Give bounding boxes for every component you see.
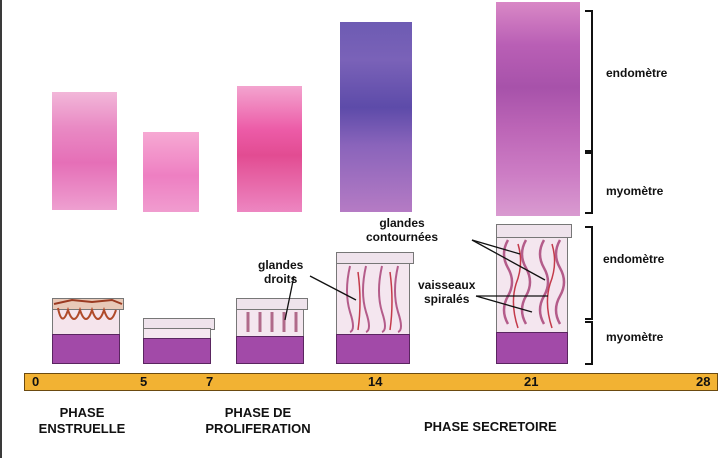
label-myometre-top: myomètre <box>606 184 664 198</box>
histology-day14 <box>340 22 412 212</box>
label-vaisseaux-line2: spiralés <box>424 292 470 306</box>
tick-0: 0 <box>32 374 40 389</box>
histology-day0 <box>52 92 117 210</box>
label-glandes-contournees: glandes contournées <box>366 216 438 244</box>
bracket-myometre-top <box>585 152 593 214</box>
tick-28: 28 <box>696 374 711 389</box>
label-myometre-bottom: myomètre <box>606 330 664 344</box>
cycle-timeline <box>24 373 718 391</box>
phase-menstruelle-line1: PHASE <box>59 405 105 420</box>
histology-day21 <box>496 2 580 216</box>
phase-proliferation-line1: PHASE DE <box>224 405 292 420</box>
histology-day5 <box>143 132 199 212</box>
label-endometre-top: endomètre <box>606 66 668 80</box>
phase-menstruelle: PHASE ENSTRUELLE <box>22 405 142 437</box>
label-vaisseaux-line1: vaisseaux <box>418 278 476 292</box>
phase-proliferation-line2: PROLIFERATION <box>205 421 311 436</box>
phase-secretoire: PHASE SECRETOIRE <box>424 419 557 434</box>
bracket-endometre-bottom <box>585 226 593 320</box>
tick-5: 5 <box>140 374 148 389</box>
phase-menstruelle-line2: ENSTRUELLE <box>38 421 126 436</box>
tissue-block-day7 <box>236 298 308 366</box>
tissue-block-day5 <box>143 318 215 366</box>
tissue-block-day21 <box>496 224 572 366</box>
tick-21: 21 <box>524 374 539 389</box>
coiled-glands <box>502 239 566 329</box>
menstrual-shedding <box>53 298 123 320</box>
straight-glands <box>246 312 298 332</box>
growing-glands <box>346 265 402 333</box>
left-border <box>0 0 2 458</box>
tick-7: 7 <box>206 374 214 389</box>
tick-14: 14 <box>368 374 383 389</box>
histology-day7 <box>237 86 302 212</box>
bracket-endometre-top <box>585 10 593 152</box>
label-vaisseaux-spirales: vaisseaux spiralés <box>418 278 475 306</box>
phase-proliferation: PHASE DE PROLIFERATION <box>198 405 318 437</box>
tissue-block-day14 <box>336 252 414 366</box>
label-glandes-contournees-line1: glandes <box>379 216 425 230</box>
bracket-myometre-bottom <box>585 321 593 365</box>
label-glandes-droits-line2: droits <box>264 272 298 286</box>
tissue-block-day0 <box>52 298 124 366</box>
label-endometre-bottom: endomètre <box>603 252 665 266</box>
label-glandes-droits-line1: glandes <box>258 258 304 272</box>
label-glandes-droits: glandes droits <box>258 258 303 286</box>
label-glandes-contournees-line2: contournées <box>366 230 439 244</box>
